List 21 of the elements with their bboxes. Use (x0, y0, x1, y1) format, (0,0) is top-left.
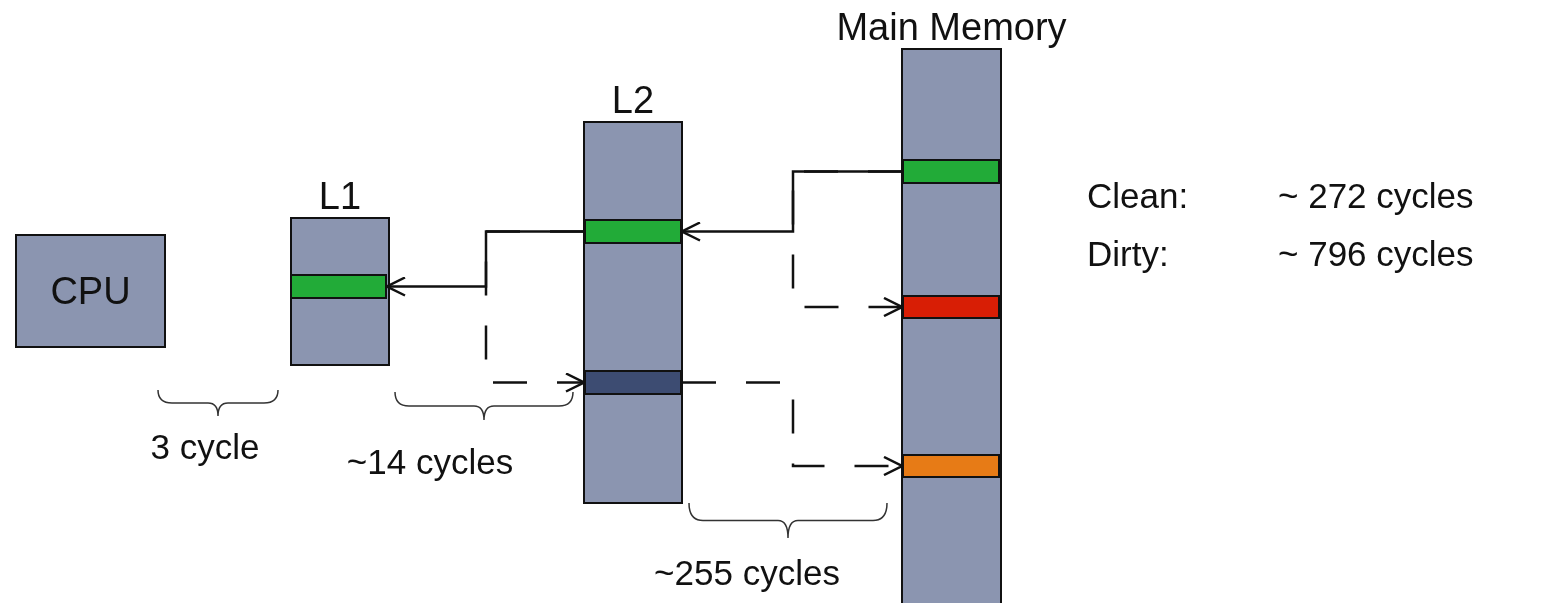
processor-box (15, 234, 166, 348)
cache-line-bar (290, 274, 387, 299)
level-heading: L1 (318, 177, 362, 219)
cache-line-bar (584, 370, 682, 395)
latency-text: ~ 796 cycles (1278, 236, 1474, 271)
cache-line-bar (584, 219, 682, 244)
latency-label: ~14 cycles (346, 444, 514, 479)
arrow (680, 170, 902, 242)
box-label: CPU (50, 269, 131, 313)
cache-line-bar (902, 159, 1000, 184)
latency-text: Dirty: (1087, 236, 1169, 271)
level-heading: L2 (611, 81, 655, 123)
arrow (682, 381, 904, 477)
latency-label: ~255 cycles (654, 555, 840, 590)
cache-line-bar (902, 295, 1000, 319)
cache-line-bar (902, 454, 1000, 478)
latency-text: Clean: (1087, 178, 1189, 213)
latency-label: 3 cycle (150, 429, 260, 464)
latency-text: ~ 272 cycles (1278, 178, 1474, 213)
arrow (385, 230, 584, 297)
level-heading: Main Memory (836, 8, 1067, 50)
